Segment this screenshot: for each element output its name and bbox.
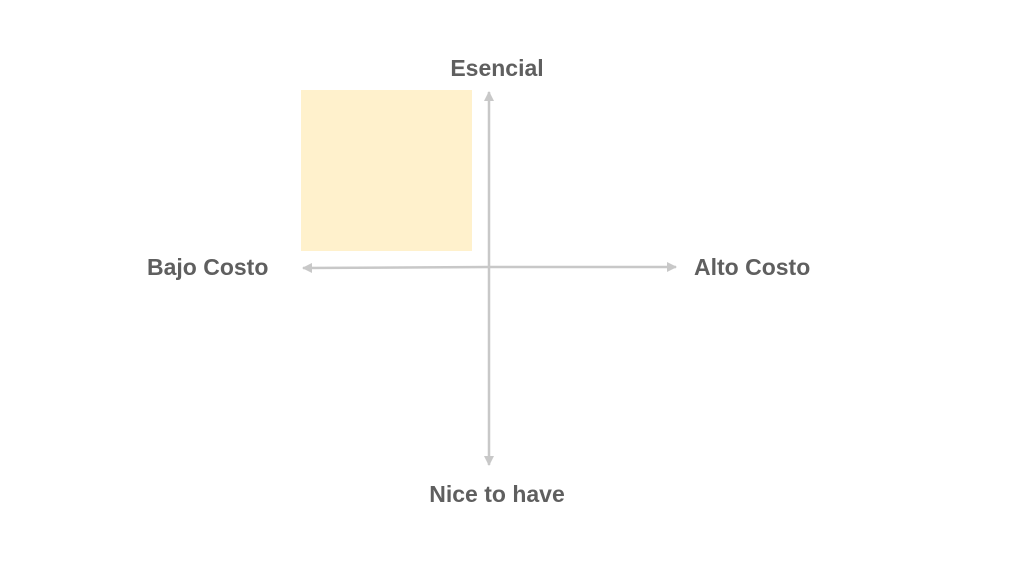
axis-label-nice-to-have: Nice to have: [429, 481, 565, 507]
highlighted-quadrant: [301, 90, 472, 251]
axis-label-alto-costo: Alto Costo: [694, 254, 811, 280]
horizontal-axis-left-arrow: [302, 262, 490, 273]
axis-label-bajo-costo: Bajo Costo: [147, 254, 269, 280]
axis-label-esencial: Esencial: [450, 55, 544, 81]
